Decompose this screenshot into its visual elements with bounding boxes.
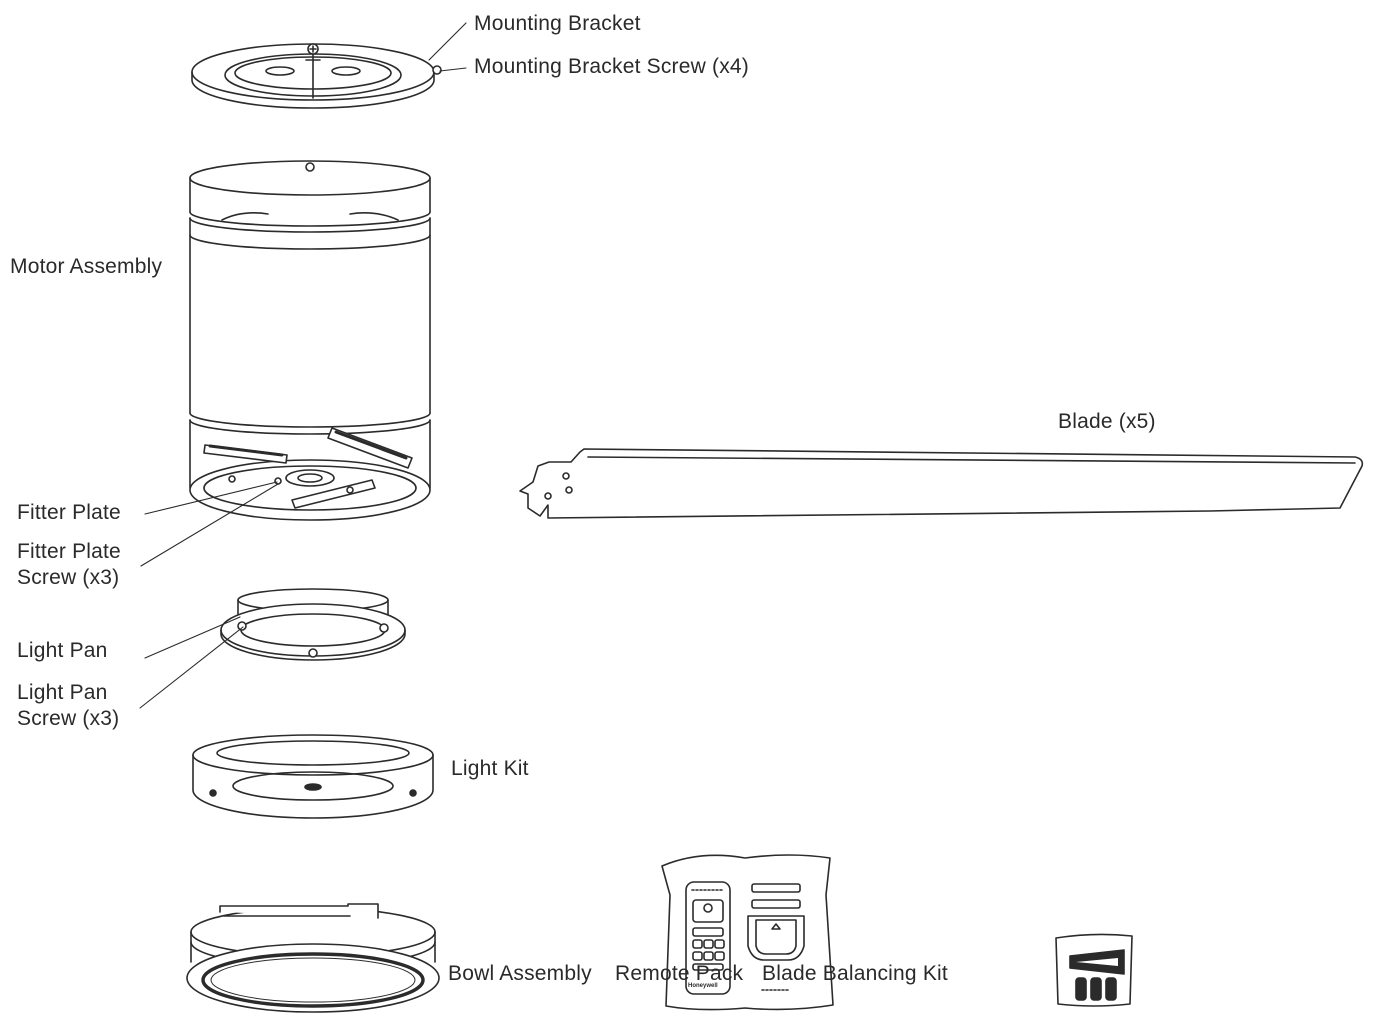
- blade-drawing: [519, 448, 1364, 519]
- label-fitter-plate-screw-line1: Fitter Plate: [17, 540, 121, 563]
- label-mounting-bracket: Mounting Bracket: [474, 12, 641, 35]
- label-light-pan-screw-line2: Screw (x3): [17, 707, 120, 730]
- label-motor-assembly: Motor Assembly: [10, 255, 163, 278]
- label-fitter-plate: Fitter Plate: [17, 501, 121, 524]
- label-light-pan-screw-line1: Light Pan: [17, 681, 108, 704]
- label-blade-balancing-kit: Blade Balancing Kit: [762, 962, 948, 985]
- light-pan-drawing: [220, 588, 406, 661]
- label-blade: Blade (x5): [1058, 410, 1156, 433]
- bowl-assembly-drawing: [186, 903, 440, 1013]
- label-light-pan-screw: Light Pan Screw (x3): [17, 680, 157, 732]
- light-kit-drawing: [192, 734, 434, 819]
- blade-balancing-kit-drawing: [1055, 933, 1133, 1007]
- remote-brand-logo: Honeywell: [688, 983, 718, 989]
- remote-pack-drawing: [661, 854, 834, 1011]
- label-mounting-bracket-screw: Mounting Bracket Screw (x4): [474, 55, 749, 78]
- label-light-kit: Light Kit: [451, 757, 529, 780]
- motor-assembly-drawing: [189, 160, 431, 521]
- label-bowl-assembly: Bowl Assembly: [448, 962, 592, 985]
- label-light-pan: Light Pan: [17, 639, 108, 662]
- label-fitter-plate-screw-line2: Screw (x3): [17, 566, 120, 589]
- mounting-bracket-drawing: [191, 43, 442, 109]
- label-fitter-plate-screw: Fitter Plate Screw (x3): [17, 539, 157, 591]
- leader-lines: [139, 22, 467, 709]
- label-remote-pack: Remote Pack: [615, 962, 744, 985]
